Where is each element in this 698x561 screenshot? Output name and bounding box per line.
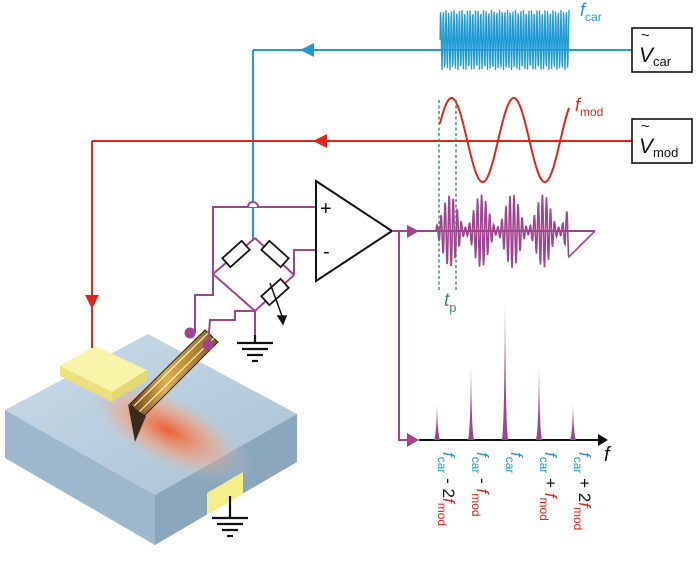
- spectrum-peak-label: fcar + fmod: [537, 452, 560, 521]
- cantilever-probe: [128, 327, 219, 442]
- tp-markers: [438, 100, 457, 290]
- vcar-source: ~ Vcar: [631, 27, 693, 73]
- wire-crossing: [247, 201, 259, 208]
- svg-text:fcar + fmod: fcar + fmod: [537, 452, 560, 521]
- vmod-label: Vmod: [639, 135, 678, 160]
- heat-spot: [81, 375, 255, 485]
- spectrum-peak: [501, 300, 509, 440]
- modulation-waveform: [439, 96, 570, 184]
- ground-icon: [237, 335, 273, 363]
- tp-label: tp: [444, 290, 457, 315]
- vcar-tilde: ~: [641, 27, 650, 44]
- vcar-label: Vcar: [639, 44, 672, 69]
- spectrum-peak-label: fcar + 2fmod: [571, 452, 594, 530]
- vmod-tilde: ~: [641, 118, 650, 135]
- svg-text:fcar + 2fmod: fcar + 2fmod: [571, 452, 594, 530]
- output-wire: [392, 225, 595, 447]
- svg-text:fcar - fmod: fcar - fmod: [469, 452, 492, 517]
- svg-text:fcar: fcar: [503, 452, 526, 473]
- spectrum-peaks: [433, 300, 577, 440]
- fmod-label: fmod: [575, 95, 603, 119]
- amp-plus-label: +: [320, 198, 332, 220]
- probe-tip: [128, 404, 146, 442]
- spectrum-axis-label: f: [604, 444, 612, 466]
- modulation-wire: [85, 134, 632, 348]
- mixed-signal-waveform: [435, 194, 596, 269]
- carrier-waveform: [439, 9, 570, 71]
- variable-resistor-arrow: [269, 282, 288, 326]
- spectrum-peak-label: fcar: [503, 452, 526, 473]
- spectrum-peak: [569, 403, 577, 440]
- side-electrode: [207, 472, 243, 515]
- spectrum-peak: [535, 365, 543, 440]
- spectrum-peak: [433, 403, 441, 440]
- contact-pad: [60, 346, 147, 402]
- svg-text:fcar - 2fmod: fcar - 2fmod: [435, 452, 458, 526]
- substrate-front: [5, 410, 155, 545]
- bridge-resistors: [221, 239, 290, 307]
- ground-icon-substrate: [212, 496, 248, 538]
- vmod-source: ~ Vmod: [631, 118, 693, 164]
- spectrum-axis: [419, 434, 608, 446]
- spectrum-peak-label: fcar - fmod: [469, 452, 492, 517]
- bridge-wire: [194, 206, 316, 346]
- fcar-label: fcar: [580, 0, 602, 24]
- spectrum-peak-label: fcar - 2fmod: [435, 452, 458, 526]
- substrate-block: [5, 334, 297, 545]
- amp-minus-label: -: [323, 241, 330, 263]
- differential-amplifier: + -: [315, 179, 394, 283]
- spectrum-labels: fcar - 2fmod fcar - fmod fcar fcar + fmod fc…: [435, 452, 594, 530]
- spectrum-peak: [467, 365, 475, 440]
